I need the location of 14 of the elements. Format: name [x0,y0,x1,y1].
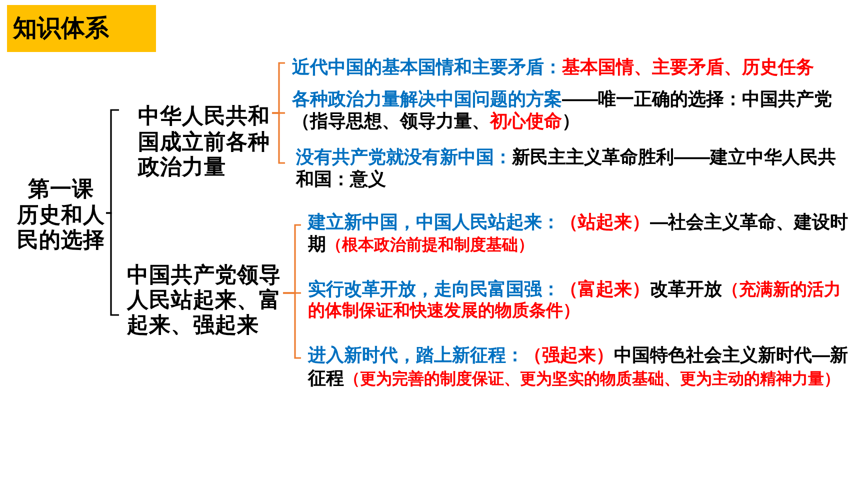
bracket-line [272,112,285,164]
branch-label: 中国共产党领导人民站起来、富起来、强起来 [127,262,282,338]
branch-label: 中华人民共和国成立前各种政治力量 [138,104,271,180]
bracket-line [283,292,301,359]
title-banner: 知识体系 [7,5,156,52]
bracket-line [106,212,119,316]
topic-text: 没有共产党就没有新中国：新民主主义革命胜利——建立中华人民共和国：意义 [296,147,837,190]
topic-text: 实行改革开放，走向民富国强：（富起来）改革开放（充满新的活力的体制保证和快速发展的物质条件） [308,279,842,321]
topic-text: 各种政治力量解决中国问题的方案——唯一正确的选择：中国共产党（指导思想、领导力量、初心使命） [292,89,833,132]
topic-text: 进入新时代，踏上新征程：（强起来）中国特色社会主义新时代—新征程（更为完善的制度保证、更为坚实的物质基础、更为主动的精神力量） [308,344,849,390]
lesson-heading: 第一课 [28,177,94,202]
topic-text: 近代中国的基本国情和主要矛盾：基本国情、主要矛盾、历史任务 [292,57,814,78]
topic-text: 建立新中国，中国人民站起来：（站起来）—社会主义革命、建设时期（根本政治前提和制度基础） [308,212,849,256]
lesson-title: 历史和人民的选择 [16,202,106,254]
